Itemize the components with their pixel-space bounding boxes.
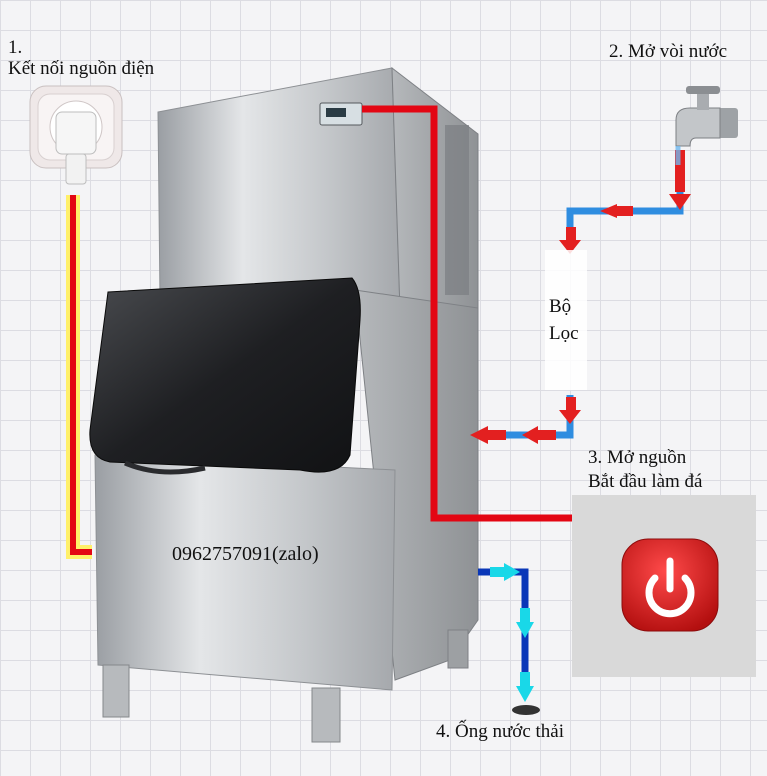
drain-arrow-right xyxy=(504,563,520,581)
water-inlet-pipe xyxy=(559,150,691,254)
drain-arrow-down-2 xyxy=(516,686,534,702)
machine-leg-3 xyxy=(447,629,469,669)
step1-label: Kết nối nguồn điện xyxy=(8,58,155,79)
power-button[interactable] xyxy=(621,538,719,632)
arrow-left-2 xyxy=(522,426,538,444)
machine-lid xyxy=(89,277,361,473)
step1-number: 1. xyxy=(8,37,23,58)
drain-arrow-down-1 xyxy=(516,622,534,638)
arrow-down-1 xyxy=(669,194,691,210)
drain-hole xyxy=(512,705,540,715)
ice-machine xyxy=(89,66,479,743)
arrow-left-3 xyxy=(470,426,488,444)
step2-label: 2. Mở vòi nước xyxy=(609,41,727,62)
filter-output-pipe xyxy=(470,395,581,444)
lid-handle xyxy=(124,460,206,475)
step3-label-line1: 3. Mở nguồn xyxy=(588,447,687,468)
arrow-down-3 xyxy=(559,410,581,424)
wall-socket-icon xyxy=(29,85,123,185)
drain-pipe xyxy=(478,563,540,715)
filter-box xyxy=(545,250,587,390)
power-cable xyxy=(66,195,92,559)
machine-leg-2 xyxy=(311,687,341,743)
control-line xyxy=(362,105,572,522)
arrow-left-1 xyxy=(600,204,617,218)
filter-label-line2: Lọc xyxy=(549,323,579,344)
step3-label-line2: Bắt đầu làm đá xyxy=(588,471,703,492)
machine-leg-1 xyxy=(102,664,130,718)
filter-label-line1: Bộ xyxy=(549,296,572,317)
phone-number: 0962757091(zalo) xyxy=(172,543,319,565)
step4-label: 4. Ống nước thải xyxy=(436,721,564,742)
arrow-down-2 xyxy=(559,240,581,254)
display-screen xyxy=(326,108,346,117)
faucet-icon xyxy=(675,86,738,165)
machine-vent xyxy=(445,125,469,295)
